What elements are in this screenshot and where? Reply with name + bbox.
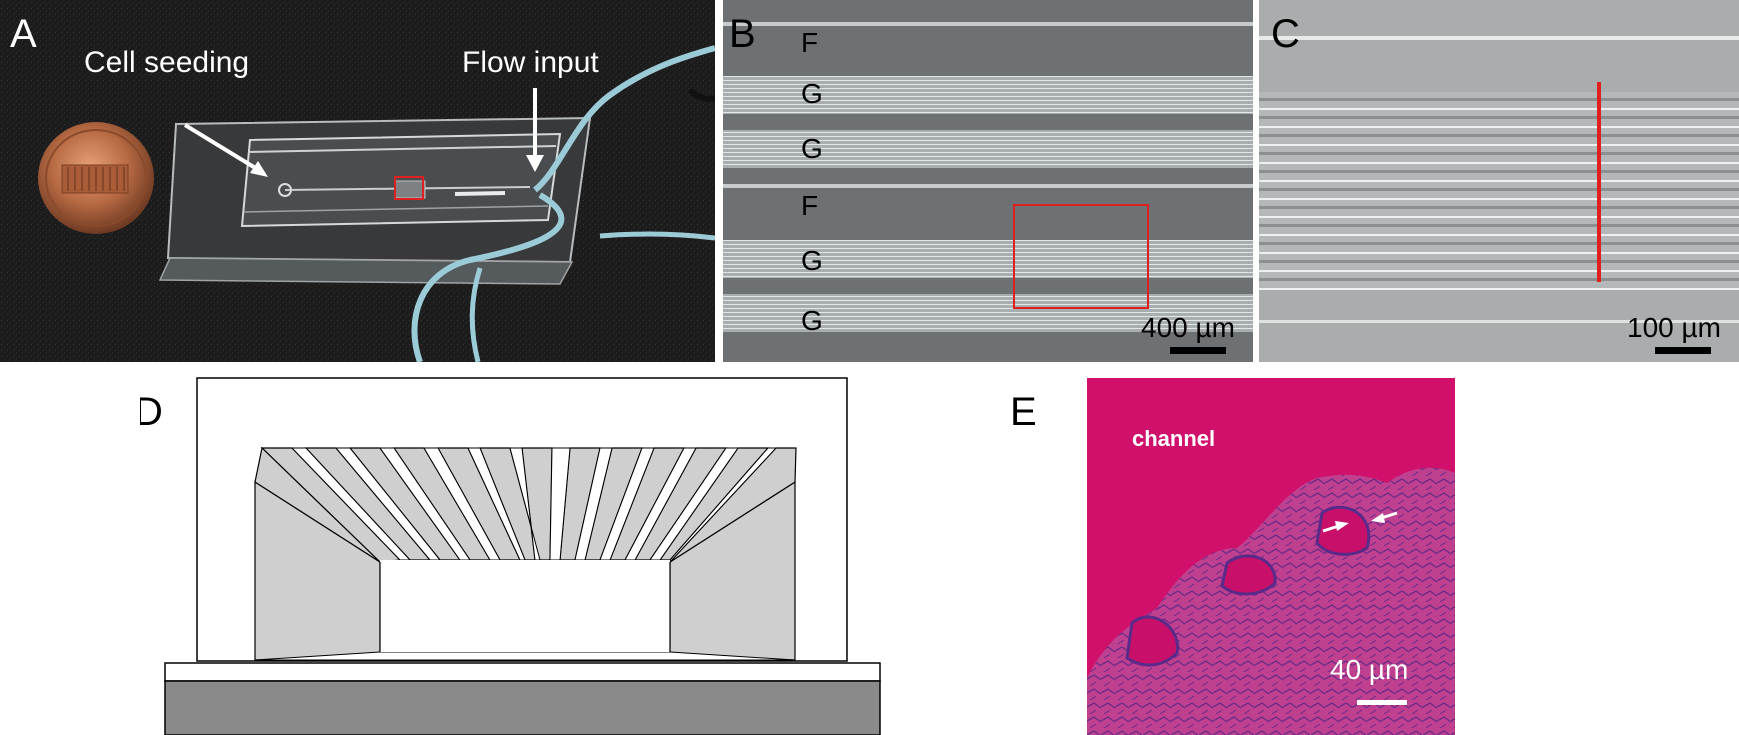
band-f2 [723,184,1253,188]
scale-bar-c [1655,347,1711,354]
cell-seeding-arrow [183,123,264,174]
panel-a: A Cell seeding Flow input [0,0,715,362]
base-layer [164,662,881,682]
panel-e: E channel 40 µm [1000,370,1460,735]
scale-bar-c-label: 100 µm [1627,312,1721,343]
scale-bar-b-label: 400 µm [1141,312,1235,343]
pdms-device [240,132,562,228]
row-label-2: G [801,78,823,109]
groove-fan [260,447,797,563]
panel-b-micrograph [723,0,1253,362]
row-label-3: G [801,133,823,164]
channel-label: channel [1132,426,1216,451]
band-f1 [723,22,1253,26]
row-label-1: F [801,27,819,58]
panel-d: D [140,370,900,735]
base-dark [164,680,881,735]
panel-e-micrograph [1087,378,1455,735]
panel-a-label: A [10,12,37,56]
tubing [533,45,715,193]
highlight-box-b [1013,204,1149,309]
panel-b-label: B [729,12,756,56]
row-label-5: G [801,245,823,276]
panel-a-photo [0,0,715,362]
row-label-4: F [801,190,819,221]
panel-d-label: D [140,390,163,434]
band-g3 [723,240,1253,278]
scale-bar-e [1357,700,1407,705]
band-g1 [723,76,1253,114]
panel-c: C 100 µm [1259,0,1739,362]
epithelium-fold [1125,615,1179,667]
row-label-6: G [801,305,823,336]
panel-b: B F G G F G G 400 µm [723,0,1253,362]
scale-bar-e-label: 40 µm [1330,654,1409,685]
panel-e-label: E [1010,390,1037,434]
flow-input-label: Flow input [462,46,599,79]
band-g2 [723,130,1253,168]
cell-seeding-label: Cell seeding [84,46,250,79]
panel-d-schematic [164,377,881,735]
panel-c-label: C [1271,12,1300,56]
highlight-box-a [394,176,424,200]
scale-bar-b [1170,347,1226,354]
panel-c-micrograph [1259,0,1739,362]
band-g4 [723,294,1253,332]
